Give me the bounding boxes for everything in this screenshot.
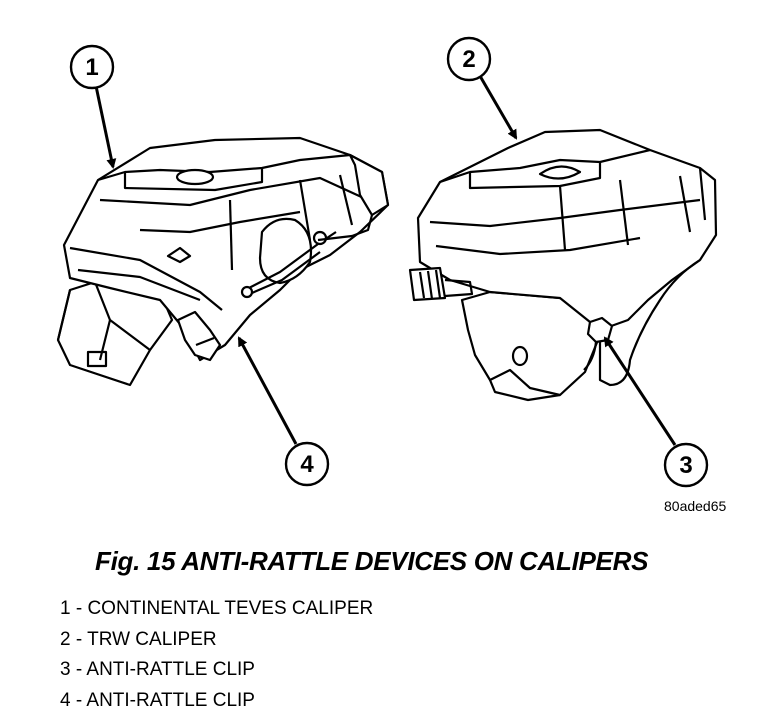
callout-1: 1 [71, 46, 113, 167]
legend-item: 1 - CONTINENTAL TEVES CALIPER [60, 594, 373, 625]
trw-caliper-drawing [410, 130, 716, 400]
callout-4: 4 [239, 338, 328, 485]
continental-teves-caliper-drawing [58, 138, 388, 385]
callout-3-number: 3 [679, 452, 692, 479]
caliper-illustration: 1 2 3 4 [0, 0, 768, 520]
legend-item: 4 - ANTI-RATTLE CLIP [60, 686, 373, 716]
legend-item: 3 - ANTI-RATTLE CLIP [60, 655, 373, 686]
callout-4-number: 4 [300, 451, 314, 478]
callout-2-number: 2 [462, 46, 475, 73]
figure-caption: Fig. 15 ANTI-RATTLE DEVICES ON CALIPERS [95, 546, 648, 577]
callout-3: 3 [605, 338, 707, 486]
callout-2: 2 [448, 38, 516, 138]
legend-item: 2 - TRW CALIPER [60, 625, 373, 656]
callout-1-number: 1 [85, 54, 98, 81]
legend-list: 1 - CONTINENTAL TEVES CALIPER 2 - TRW CA… [60, 594, 373, 716]
figure-id-code: 80aded65 [664, 498, 726, 514]
